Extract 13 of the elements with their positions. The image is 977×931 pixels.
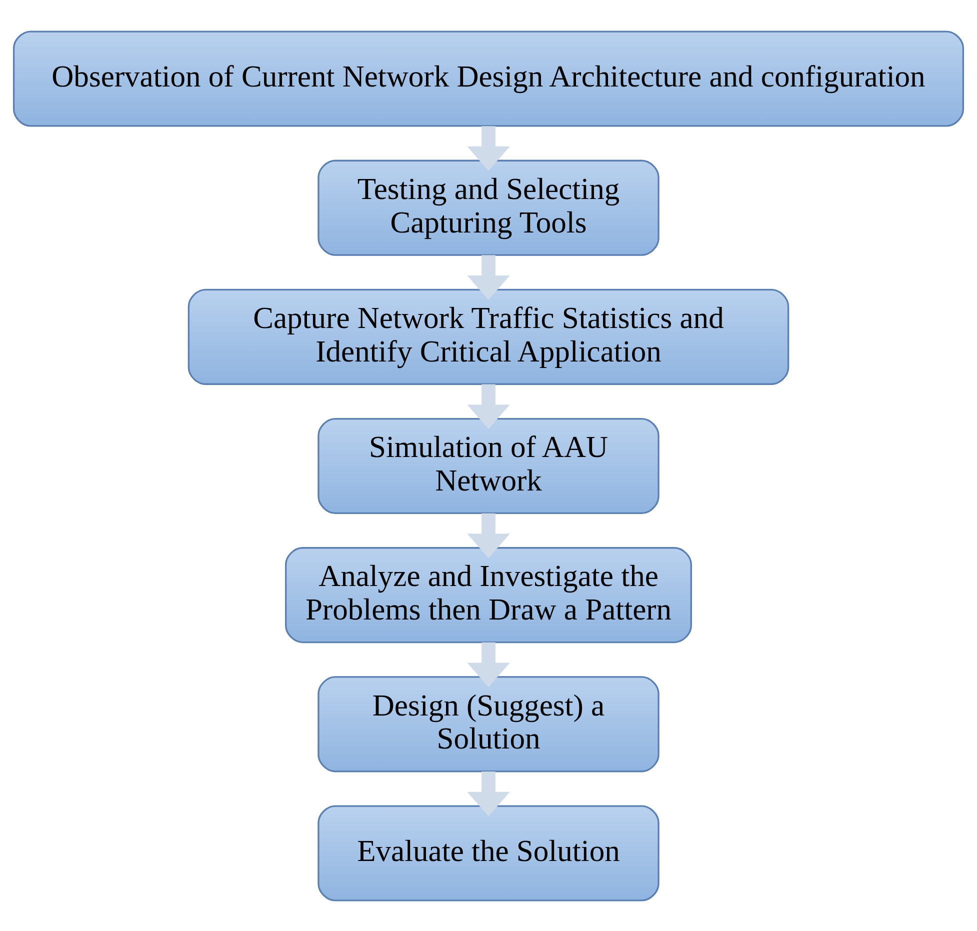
node-box: Testing and Selecting Capturing Tools bbox=[318, 159, 660, 256]
arrow bbox=[467, 126, 510, 170]
arrow bbox=[467, 254, 510, 300]
node-box: Observation of Current Network Design Architecture and configuration bbox=[12, 30, 964, 126]
arrow bbox=[467, 384, 510, 429]
node-box: Analyze and Investigate the Problems then Draw a Pattern bbox=[285, 546, 692, 643]
arrow bbox=[467, 771, 510, 816]
node-box: Simulation of AAU Network bbox=[318, 417, 660, 514]
node-box: Capture Network Traffic Statistics and Identify Critical Application bbox=[188, 288, 790, 384]
node-box: Evaluate the Solution bbox=[318, 804, 660, 901]
arrow bbox=[467, 512, 510, 558]
node-box: Design (Suggest) a Solution bbox=[318, 676, 660, 772]
arrow bbox=[467, 642, 510, 687]
